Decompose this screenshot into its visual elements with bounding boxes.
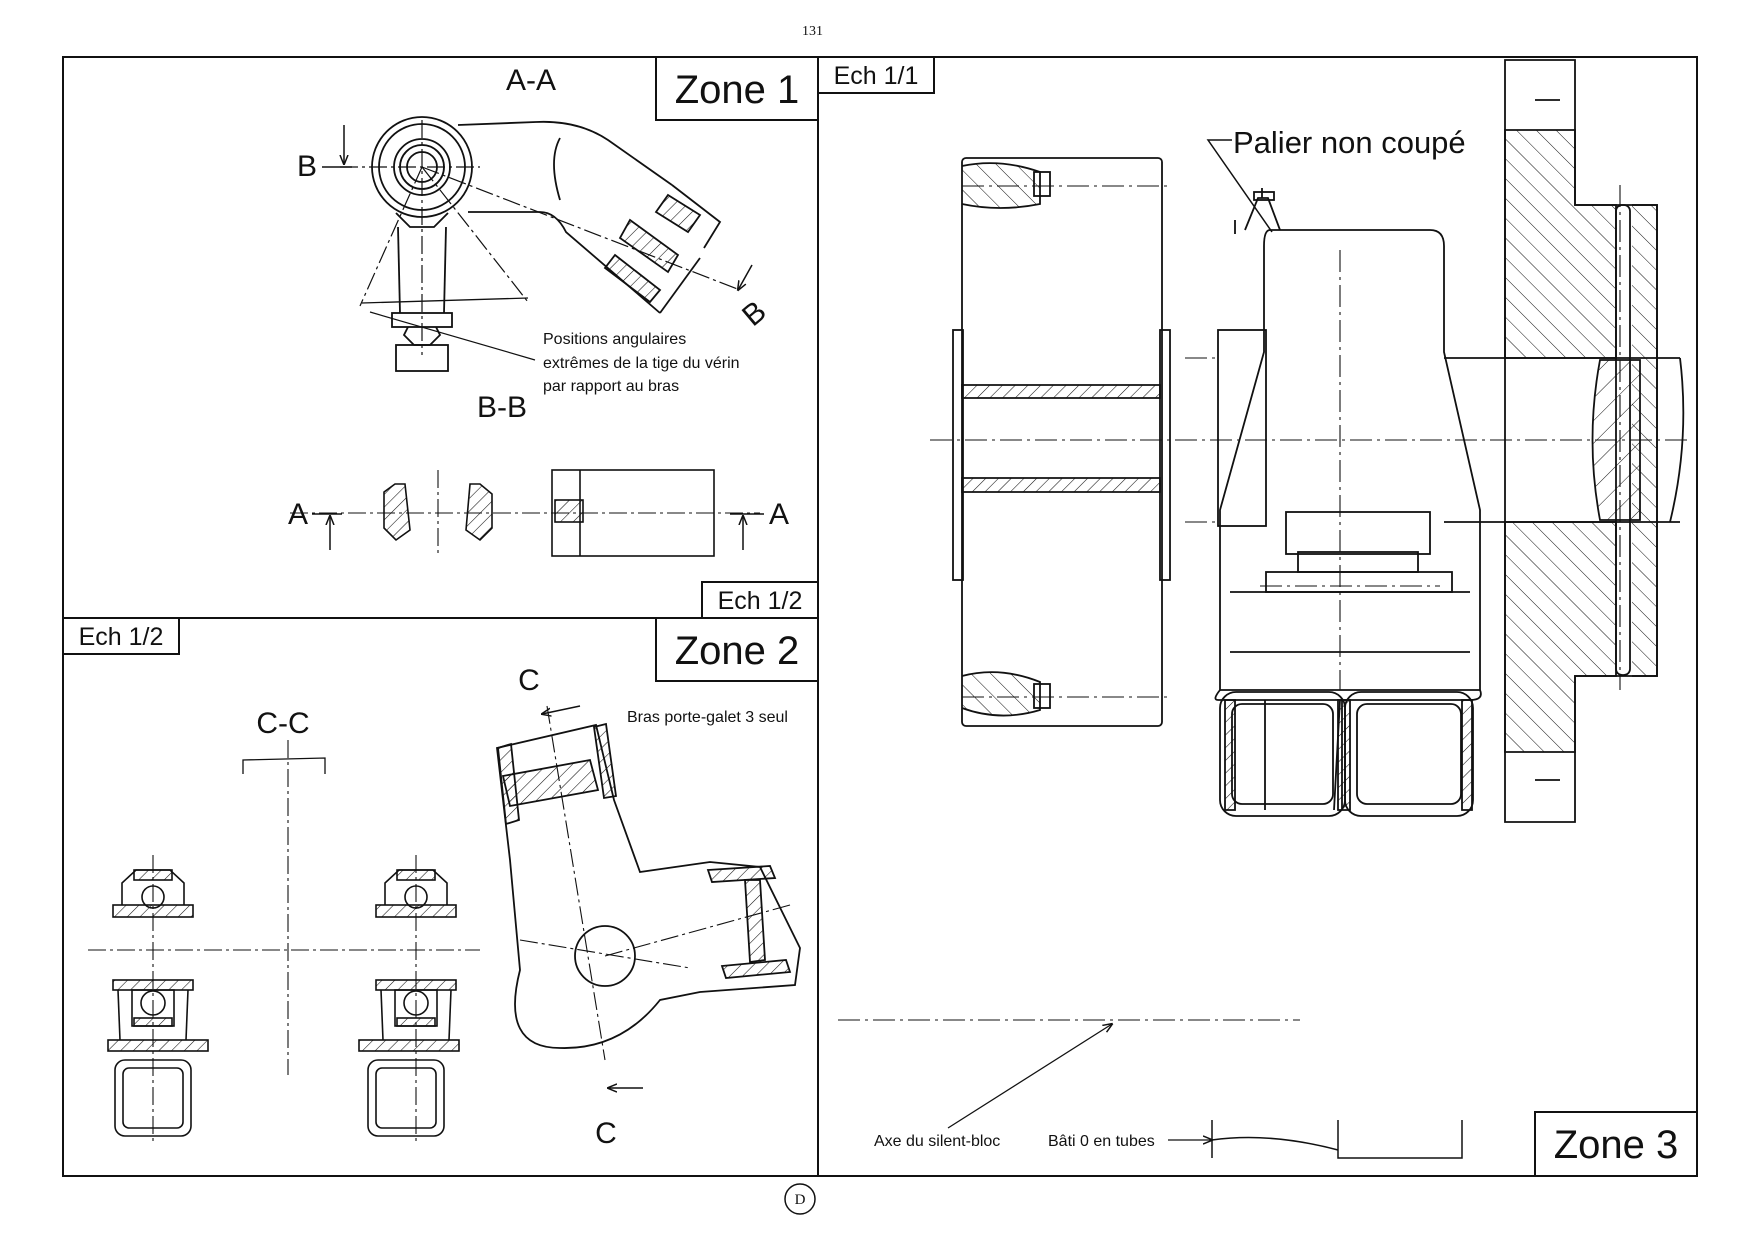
zone2-title-box: [655, 617, 819, 682]
palier-label: Palier non coupé: [1233, 125, 1466, 160]
zone1-note-line2: extrêmes de la tige du vérin: [543, 355, 740, 372]
zone1-title: Zone 1: [675, 68, 800, 112]
zone2-scale-label: Ech 1/2: [79, 623, 164, 651]
bearing-right-bottom: [358, 979, 460, 1137]
zone1-scale-label: Ech 1/2: [718, 587, 803, 615]
sheet-letter-circle: [784, 1183, 816, 1215]
zone2-panel: Ech 1/2 Zone 2 C-C Bras porte-galet 3 se…: [62, 617, 819, 1150]
zone3-panel: Ech 1/1 Zone 3 Palier non coupé: [817, 56, 1698, 1177]
marker-a-left: A: [288, 498, 308, 531]
palier-leader: [1206, 139, 1273, 233]
marker-b-right: B: [736, 295, 773, 333]
zone1-title-box: [655, 56, 819, 121]
zone3-title: Zone 3: [1554, 1123, 1679, 1167]
marker-b-right-arrow: [738, 264, 753, 290]
note-leader-line: [369, 311, 536, 361]
axe-silent-bloc-label: Axe du silent-bloc: [874, 1133, 1000, 1150]
marker-b-left: B: [297, 150, 317, 183]
bati-tubes-outline: [1211, 1120, 1463, 1159]
angular-position-lines: [340, 120, 741, 355]
zone2-note: Bras porte-galet 3 seul: [627, 709, 788, 726]
marker-c-bottom: C: [595, 1117, 617, 1150]
bearing-left-bottom: [107, 979, 209, 1137]
zone2-scale-box: [62, 617, 180, 655]
zone1-note-line3: par rapport au bras: [543, 378, 679, 395]
section-aa-label: A-A: [506, 64, 556, 97]
zone1-scale-box: [701, 581, 819, 619]
section-bb-view: [290, 469, 760, 557]
section-cc-label: C-C: [256, 707, 309, 740]
roller-wheel-view: [952, 157, 1171, 727]
marker-c-top: C: [518, 664, 540, 697]
zone1-note-line1: Positions angulaires: [543, 331, 686, 348]
extreme-position-line: [361, 297, 529, 304]
page-number: 131: [802, 24, 823, 39]
marker-a-right: A: [769, 498, 789, 531]
bearing-left-top: [112, 869, 194, 918]
zone3-scale-box: [817, 56, 935, 94]
zone3-title-box: [1534, 1111, 1698, 1177]
bearing-block: [1214, 188, 1482, 817]
sheet-frame: [62, 56, 1698, 1177]
bati-tubes-label: Bâti 0 en tubes: [1048, 1133, 1155, 1150]
section-bb-label: B-B: [477, 391, 527, 424]
roller-arm-view: [496, 705, 801, 1061]
zone3-center-lines: [838, 185, 1690, 1021]
sheet-letter: D: [795, 1192, 806, 1208]
shaft-pulley-view: [1444, 59, 1685, 823]
zone2-title: Zone 2: [675, 629, 800, 673]
zone3-scale-label: Ech 1/1: [834, 62, 919, 90]
zone1-panel: Zone 1 Ech 1/2 A-A B-B: [288, 56, 819, 619]
section-cc-view: [88, 740, 480, 1145]
axe-silent-bloc-arrow: [947, 1024, 1112, 1129]
